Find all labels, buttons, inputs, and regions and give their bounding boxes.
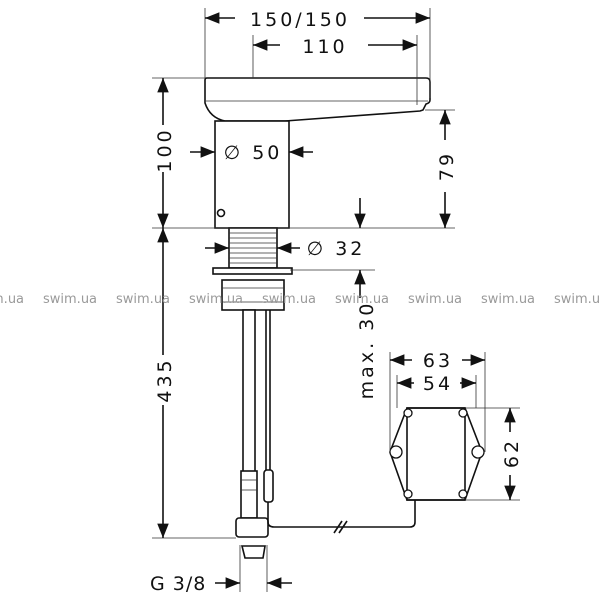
- dim-total-height: 100: [154, 127, 176, 172]
- mounting-nut: [221, 279, 285, 311]
- dim-box-width-inner: 54: [423, 373, 453, 395]
- filter: [240, 545, 266, 559]
- screw-icon: [403, 408, 413, 418]
- cable-connector: [263, 469, 274, 503]
- watermark: swim.ua: [189, 292, 243, 307]
- water-hose: [242, 309, 256, 473]
- dim-body-diameter: ∅ 50: [224, 142, 283, 164]
- hose-coupling: [240, 470, 258, 519]
- dim-box-height: 62: [501, 438, 523, 468]
- screw-icon: [458, 408, 468, 418]
- dim-connection: G 3/8: [150, 573, 206, 595]
- screw-icon: [471, 445, 485, 459]
- flange: [212, 267, 293, 275]
- dim-shank-diameter: ∅ 32: [307, 238, 366, 260]
- screw-icon: [403, 489, 413, 499]
- faucet-body: [214, 120, 290, 229]
- dim-spout-height: 79: [436, 151, 458, 181]
- watermark: swim.ua: [408, 292, 462, 307]
- watermark-row: swim.ua swim.ua swim.ua swim.ua swim.ua …: [0, 292, 600, 307]
- watermark: swim.ua: [335, 292, 389, 307]
- control-box: [389, 407, 485, 501]
- sensor-cable: [267, 500, 416, 528]
- watermark: swim.ua: [262, 292, 316, 307]
- dim-max-thickness: max. 30: [356, 301, 378, 400]
- screw-icon: [458, 489, 468, 499]
- watermark: swim.ua: [116, 292, 170, 307]
- watermark: swim.ua: [554, 292, 600, 307]
- watermark: swim.ua: [43, 292, 97, 307]
- dim-hose-length: 435: [154, 357, 176, 402]
- connection-nut: [235, 517, 269, 538]
- screw-icon: [389, 445, 403, 459]
- spout: [204, 77, 431, 122]
- sensor-screw: [216, 208, 226, 218]
- watermark: swim.ua: [0, 292, 24, 307]
- dim-top-width: 150/150: [250, 9, 350, 31]
- dimension-arrows: [157, 12, 516, 589]
- watermark: swim.ua: [481, 292, 535, 307]
- dim-box-width-outer: 63: [423, 350, 453, 372]
- dim-spout-reach: 110: [302, 36, 347, 58]
